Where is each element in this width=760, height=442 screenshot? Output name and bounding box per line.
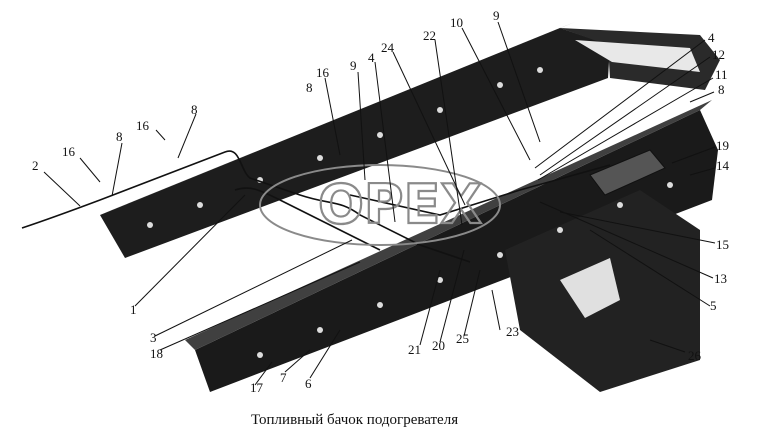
callout-9: 9 — [493, 8, 500, 23]
callout-6: 6 — [305, 376, 312, 391]
svg-text:OPEX: OPEX — [318, 173, 482, 236]
frame-holes — [147, 67, 673, 358]
callout-19: 19 — [716, 138, 729, 153]
frame-rail-left — [100, 28, 610, 258]
callout-3: 3 — [150, 330, 157, 345]
callout-13: 13 — [714, 271, 727, 286]
callout-18: 18 — [150, 346, 163, 361]
callout-8: 8 — [718, 82, 725, 97]
callout-10: 10 — [450, 15, 463, 30]
watermark: OPEX — [259, 164, 501, 246]
callout-26: 26 — [688, 348, 702, 363]
callout-15: 15 — [716, 237, 729, 252]
callout-8: 8 — [191, 102, 198, 117]
frame-rail-right — [195, 110, 718, 392]
callout-12: 12 — [712, 47, 725, 62]
callout-5: 5 — [710, 298, 717, 313]
callout-22: 22 — [423, 28, 436, 43]
tank-bracket-cutout — [560, 258, 620, 318]
diagram-caption: Топливный бачок подогревателя — [251, 412, 458, 428]
callout-24: 24 — [381, 40, 395, 55]
callout-7: 7 — [280, 370, 287, 385]
callout-16: 16 — [62, 144, 76, 159]
leader-lines — [43, 21, 716, 386]
callout-11: 11 — [715, 67, 728, 82]
callout-2: 2 — [32, 158, 39, 173]
fuel-pipes — [21, 150, 611, 263]
callout-9: 9 — [350, 58, 357, 73]
frame-rail-right-top — [185, 100, 712, 350]
callout-16: 16 — [136, 118, 150, 133]
callout-21: 21 — [408, 342, 421, 357]
callout-1: 1 — [130, 302, 137, 317]
callout-8: 8 — [116, 129, 123, 144]
cross-member-inner — [575, 40, 700, 72]
callout-23: 23 — [506, 324, 519, 339]
callout-20: 20 — [432, 338, 445, 353]
callout-14: 14 — [716, 158, 730, 173]
callout-8: 8 — [306, 80, 313, 95]
callout-4: 4 — [708, 30, 715, 45]
callout-16: 16 — [316, 65, 330, 80]
callout-17: 17 — [250, 380, 264, 395]
callout-4: 4 — [368, 50, 375, 65]
callout-25: 25 — [456, 331, 469, 346]
callouts: 2 16 8 16 8 16 8 9 4 24 22 10 9 4 12 11 … — [32, 8, 730, 395]
fuel-tank — [589, 149, 666, 196]
